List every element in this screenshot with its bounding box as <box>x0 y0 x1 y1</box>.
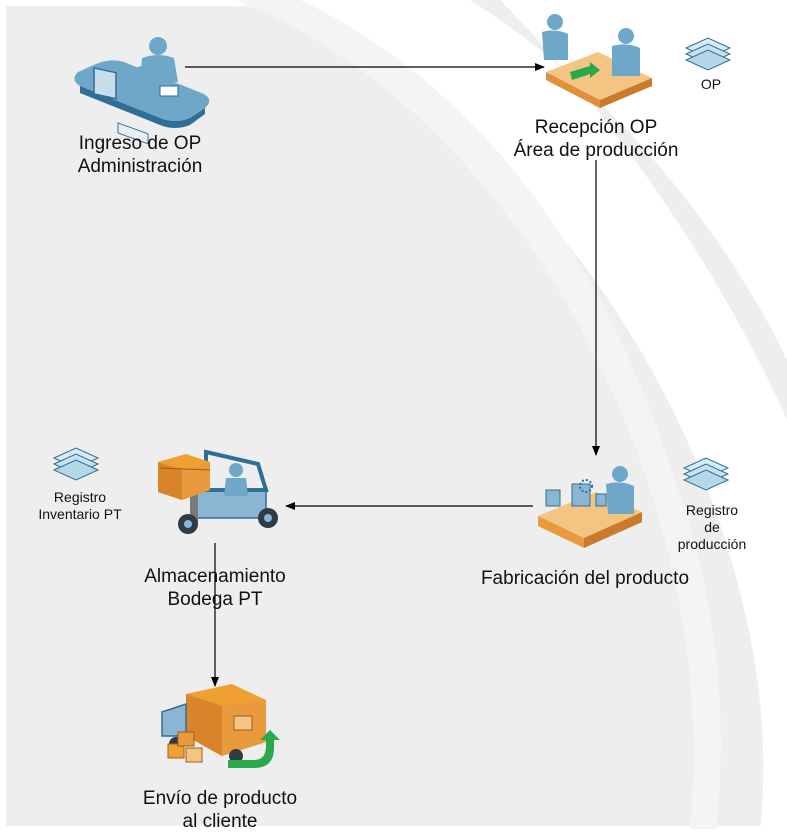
label-doc-op-text: OP <box>700 76 722 92</box>
forklift-icon <box>158 449 278 534</box>
document-stack-icon-registro-produccion <box>682 457 730 491</box>
label-doc-op: OP <box>686 76 736 93</box>
label-recepcion: Recepción OP Área de producción <box>486 117 706 163</box>
label-envio-line1: Envío de producto <box>142 788 298 809</box>
office-desk-icon <box>74 37 210 145</box>
label-doc-registro-produccion-line3: producción <box>677 535 747 552</box>
connectors <box>185 63 600 687</box>
label-doc-registro-inventario: Registro Inventario PT <box>20 489 140 523</box>
label-fabricacion-line1: Fabricación del producto <box>480 568 690 589</box>
label-envio: Envío de producto al cliente <box>110 788 330 834</box>
delivery-truck-icon <box>161 684 280 768</box>
label-envio-line2: al cliente <box>182 810 258 832</box>
label-almacenamiento-line2: Bodega PT <box>167 588 263 610</box>
label-almacenamiento: Almacenamiento Bodega PT <box>110 566 320 612</box>
label-doc-registro-inventario-line2: Inventario PT <box>38 505 122 522</box>
label-almacenamiento-line1: Almacenamiento <box>144 566 286 587</box>
box-stack <box>167 731 203 763</box>
document-stack-icon-op <box>684 37 732 71</box>
label-recepcion-line1: Recepción OP <box>534 117 658 138</box>
label-recepcion-line2: Área de producción <box>513 139 679 161</box>
label-doc-registro-produccion: Registro de producción <box>660 502 764 552</box>
label-doc-registro-produccion-line2: de <box>704 518 720 535</box>
label-doc-registro-produccion-line1: Registro <box>685 502 739 518</box>
document-stack-icon-registro-inventario <box>52 447 100 481</box>
reception-table-icon <box>542 14 652 108</box>
label-ingreso-line1: Ingreso de OP <box>78 133 202 154</box>
label-fabricacion: Fabricación del producto <box>450 568 720 591</box>
conveyor-machine-icon <box>538 466 642 548</box>
label-doc-registro-inventario-line1: Registro <box>53 489 107 505</box>
label-ingreso-line2: Administración <box>77 155 203 177</box>
label-ingreso: Ingreso de OP Administración <box>40 133 240 179</box>
